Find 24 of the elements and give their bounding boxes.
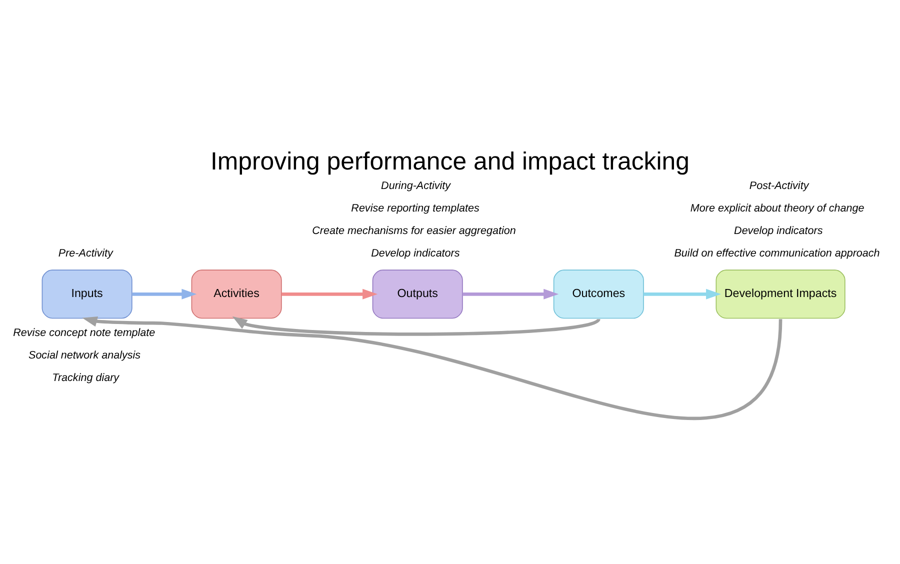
- arrow: [132, 288, 197, 299]
- label: Build on effective communication approach: [674, 246, 880, 259]
- label: More explicit about theory of change: [690, 202, 864, 214]
- arrow: [644, 288, 722, 299]
- node-box: Development Impacts: [716, 269, 846, 318]
- label: Create mechanisms for easier aggregation: [312, 224, 516, 236]
- node-box: Inputs: [42, 269, 132, 318]
- arrow: [232, 316, 600, 336]
- label: Revise reporting templates: [351, 202, 480, 214]
- label: Develop indicators: [734, 224, 823, 236]
- node-box: Activities: [191, 269, 282, 318]
- diagram-title: Improving performance and impact tracking: [210, 147, 690, 176]
- arrow: [82, 316, 782, 420]
- label: Tracking diary: [52, 371, 120, 384]
- label: During-Activity: [381, 180, 451, 192]
- arrow: [282, 288, 378, 299]
- node-box: Outputs: [372, 269, 463, 318]
- label: Social network analysis: [28, 348, 141, 361]
- label: Revise concept note template: [13, 326, 156, 339]
- label: Post-Activity: [749, 180, 809, 192]
- label: Pre-Activity: [58, 246, 113, 259]
- node-box: Outcomes: [553, 269, 644, 318]
- arrow: [462, 288, 559, 299]
- label: Develop indicators: [371, 246, 460, 259]
